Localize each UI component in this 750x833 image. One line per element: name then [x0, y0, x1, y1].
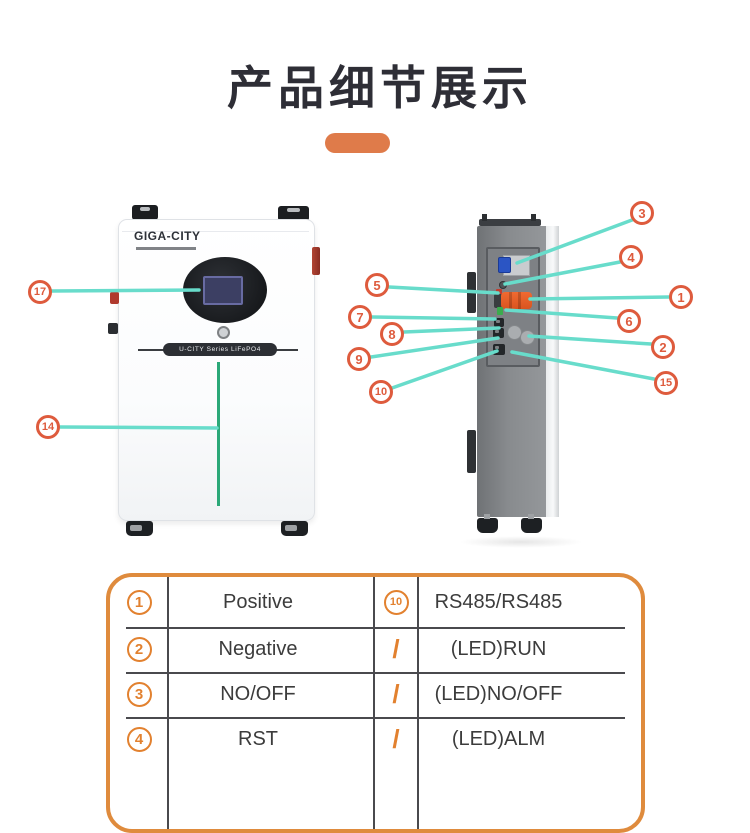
orange-power-connector [501, 292, 532, 309]
row-label: Positive [222, 590, 294, 613]
callout-2: 2 [651, 335, 675, 359]
row-label: (LED)NO/OFF [434, 683, 563, 705]
product-detail-page: 产品细节展示 GIGA-CITY U-CITY Series LiFePO4 [28, 62, 693, 833]
rear-bracket-lower [467, 430, 476, 473]
callout-7: 7 [348, 305, 372, 329]
slash-mark: / [392, 679, 400, 709]
row-label: (LED)RUN [450, 638, 547, 660]
callout-5: 5 [365, 273, 389, 297]
row-label: RST [238, 728, 278, 750]
table-row-separator [126, 627, 625, 629]
callout-3: 3 [630, 201, 654, 225]
comm-port-2 [493, 328, 504, 338]
power-terminal-base [494, 294, 505, 308]
row-label: Negative [218, 638, 298, 660]
table-row: 2 Negative / (LED)RUN [110, 627, 641, 672]
top-rail [479, 219, 541, 226]
legend-table: 1 Positive 10 RS485/RS485 2 Negative / (… [106, 573, 645, 833]
tower-foot-left [477, 514, 498, 533]
callout-1: 1 [669, 285, 693, 309]
lcd-screen [203, 276, 243, 305]
mount-bracket-right [278, 206, 309, 221]
battery-front-view: GIGA-CITY U-CITY Series LiFePO4 [108, 203, 320, 543]
slash-mark: / [392, 634, 400, 664]
row-label: (LED)ALM [451, 728, 546, 750]
table-row: 4 RST / (LED)ALM [110, 717, 641, 762]
table-row-separator [126, 672, 625, 674]
table-rows: 1 Positive 10 RS485/RS485 2 Negative / (… [110, 577, 641, 762]
table-row: 3 NO/OFF / (LED)NO/OFF [110, 672, 641, 717]
rail-post-left [482, 214, 487, 221]
callout-14: 14 [36, 415, 60, 439]
series-band-label: U-CITY Series LiFePO4 [163, 343, 277, 356]
callout-9: 9 [347, 347, 371, 371]
row-number: 3 [126, 682, 152, 707]
power-button [217, 326, 230, 339]
floor-shadow [459, 536, 583, 548]
title-underline-pill [325, 133, 390, 153]
mount-bracket-left [132, 205, 158, 220]
row-label: RS485/RS485 [434, 590, 563, 613]
callout-10: 10 [369, 380, 393, 404]
comm-port-1 [494, 318, 504, 327]
lid-seam [122, 231, 309, 232]
breaker-switch-icon [498, 257, 511, 273]
table-divider-1 [167, 577, 169, 829]
rs485-port [493, 344, 505, 355]
brand-logo: GIGA-CITY [134, 229, 201, 243]
table-divider-3 [417, 577, 419, 829]
table-row-separator [126, 717, 625, 719]
row-number: 4 [126, 727, 152, 752]
callout-4: 4 [619, 245, 643, 269]
callout-leader-lines [50, 218, 671, 430]
callout-17: 17 [28, 280, 52, 304]
page-title: 产品细节展示 [227, 62, 533, 114]
side-black-port [108, 323, 118, 334]
row-label: NO/OFF [220, 683, 296, 705]
row-number: 10 [383, 589, 409, 615]
callout-15: 15 [654, 371, 678, 395]
row-number: 1 [126, 589, 152, 615]
brand-tagline-bar [136, 247, 196, 250]
side-red-handle [312, 247, 320, 275]
side-red-switch [110, 292, 119, 304]
callout-8: 8 [380, 322, 404, 346]
slash-mark: / [392, 724, 400, 754]
foot-left [126, 521, 153, 536]
row-number: 2 [126, 637, 152, 662]
table-row: 1 Positive 10 RS485/RS485 [110, 577, 641, 627]
led-strip [217, 362, 220, 506]
table-divider-2 [373, 577, 375, 829]
rail-post-right [531, 214, 536, 221]
tower-foot-right [521, 514, 542, 533]
foot-right [281, 521, 308, 536]
callout-6: 6 [617, 309, 641, 333]
green-terminal [497, 307, 503, 315]
